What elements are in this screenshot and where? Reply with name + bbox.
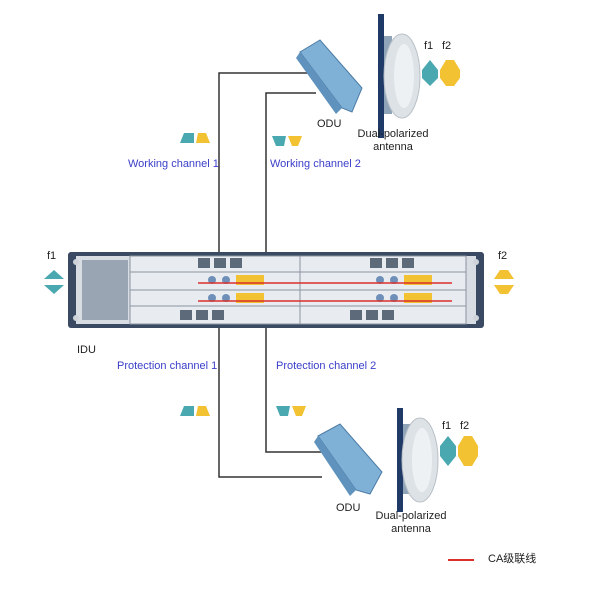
cables [218,72,326,478]
idu-chassis [68,252,484,328]
f2-top-label: f2 [442,40,452,52]
odu-unit-icon [299,39,363,113]
antenna-top [378,14,421,138]
protection-channel-2-cable [265,318,326,453]
polarization-icon [180,133,194,143]
legend-ca-label: CA级联线 [488,553,537,565]
odu-bottom-label: ODU [336,502,361,514]
odu-top [296,39,363,114]
f1-left-label: f1 [47,250,57,262]
antenna-bottom-label-line1: Dual-polarized [375,510,447,522]
working-channel-2-label: Working channel 2 [270,158,361,170]
f1-top-label: f1 [424,40,434,52]
polarization-icon [458,436,478,466]
polarization-icon [494,270,514,279]
mast-bottom [397,408,403,512]
antenna-bottom-label-line2: antenna [391,523,431,535]
polarization-icon [276,406,290,416]
mast-top [378,14,384,138]
polarization-icon [272,136,286,146]
antenna-top-label-line1: Dual-polarized [357,128,429,140]
polarization-icon [422,60,438,86]
polarization-icon [494,285,514,294]
working-channel-2-cable [265,92,316,272]
polarization-icon [196,406,210,416]
odu-top-label: ODU [317,118,342,130]
working-channel-1-cable [218,72,312,272]
odu-bottom [314,423,383,496]
polarization-icon [292,406,306,416]
polarization-icon [44,285,64,294]
polarization-icon [196,133,210,143]
polarization-icon [44,270,64,279]
antenna-top-label: Dual-polarized antenna [352,128,434,154]
polarization-markers [44,60,514,466]
protection-channel-1-label: Protection channel 1 [117,360,218,372]
antenna-bottom-label: Dual-polarized antenna [370,510,452,536]
polarization-icon [288,136,302,146]
polarization-icon [440,60,460,86]
f1-bottom-label: f1 [442,420,452,432]
idu-label: IDU [77,344,96,356]
polarization-icon [440,436,456,466]
polarization-icon [180,406,194,416]
f2-bottom-label: f2 [460,420,470,432]
protection-channel-2-label: Protection channel 2 [276,360,377,372]
f2-right-label: f2 [498,250,508,262]
working-channel-1-label: Working channel 1 [128,158,219,170]
antenna-top-label-line2: antenna [373,141,413,153]
ca-cascade-lines [198,282,452,302]
antenna-bottom [397,408,439,512]
protection-channel-1-cable [218,318,322,478]
